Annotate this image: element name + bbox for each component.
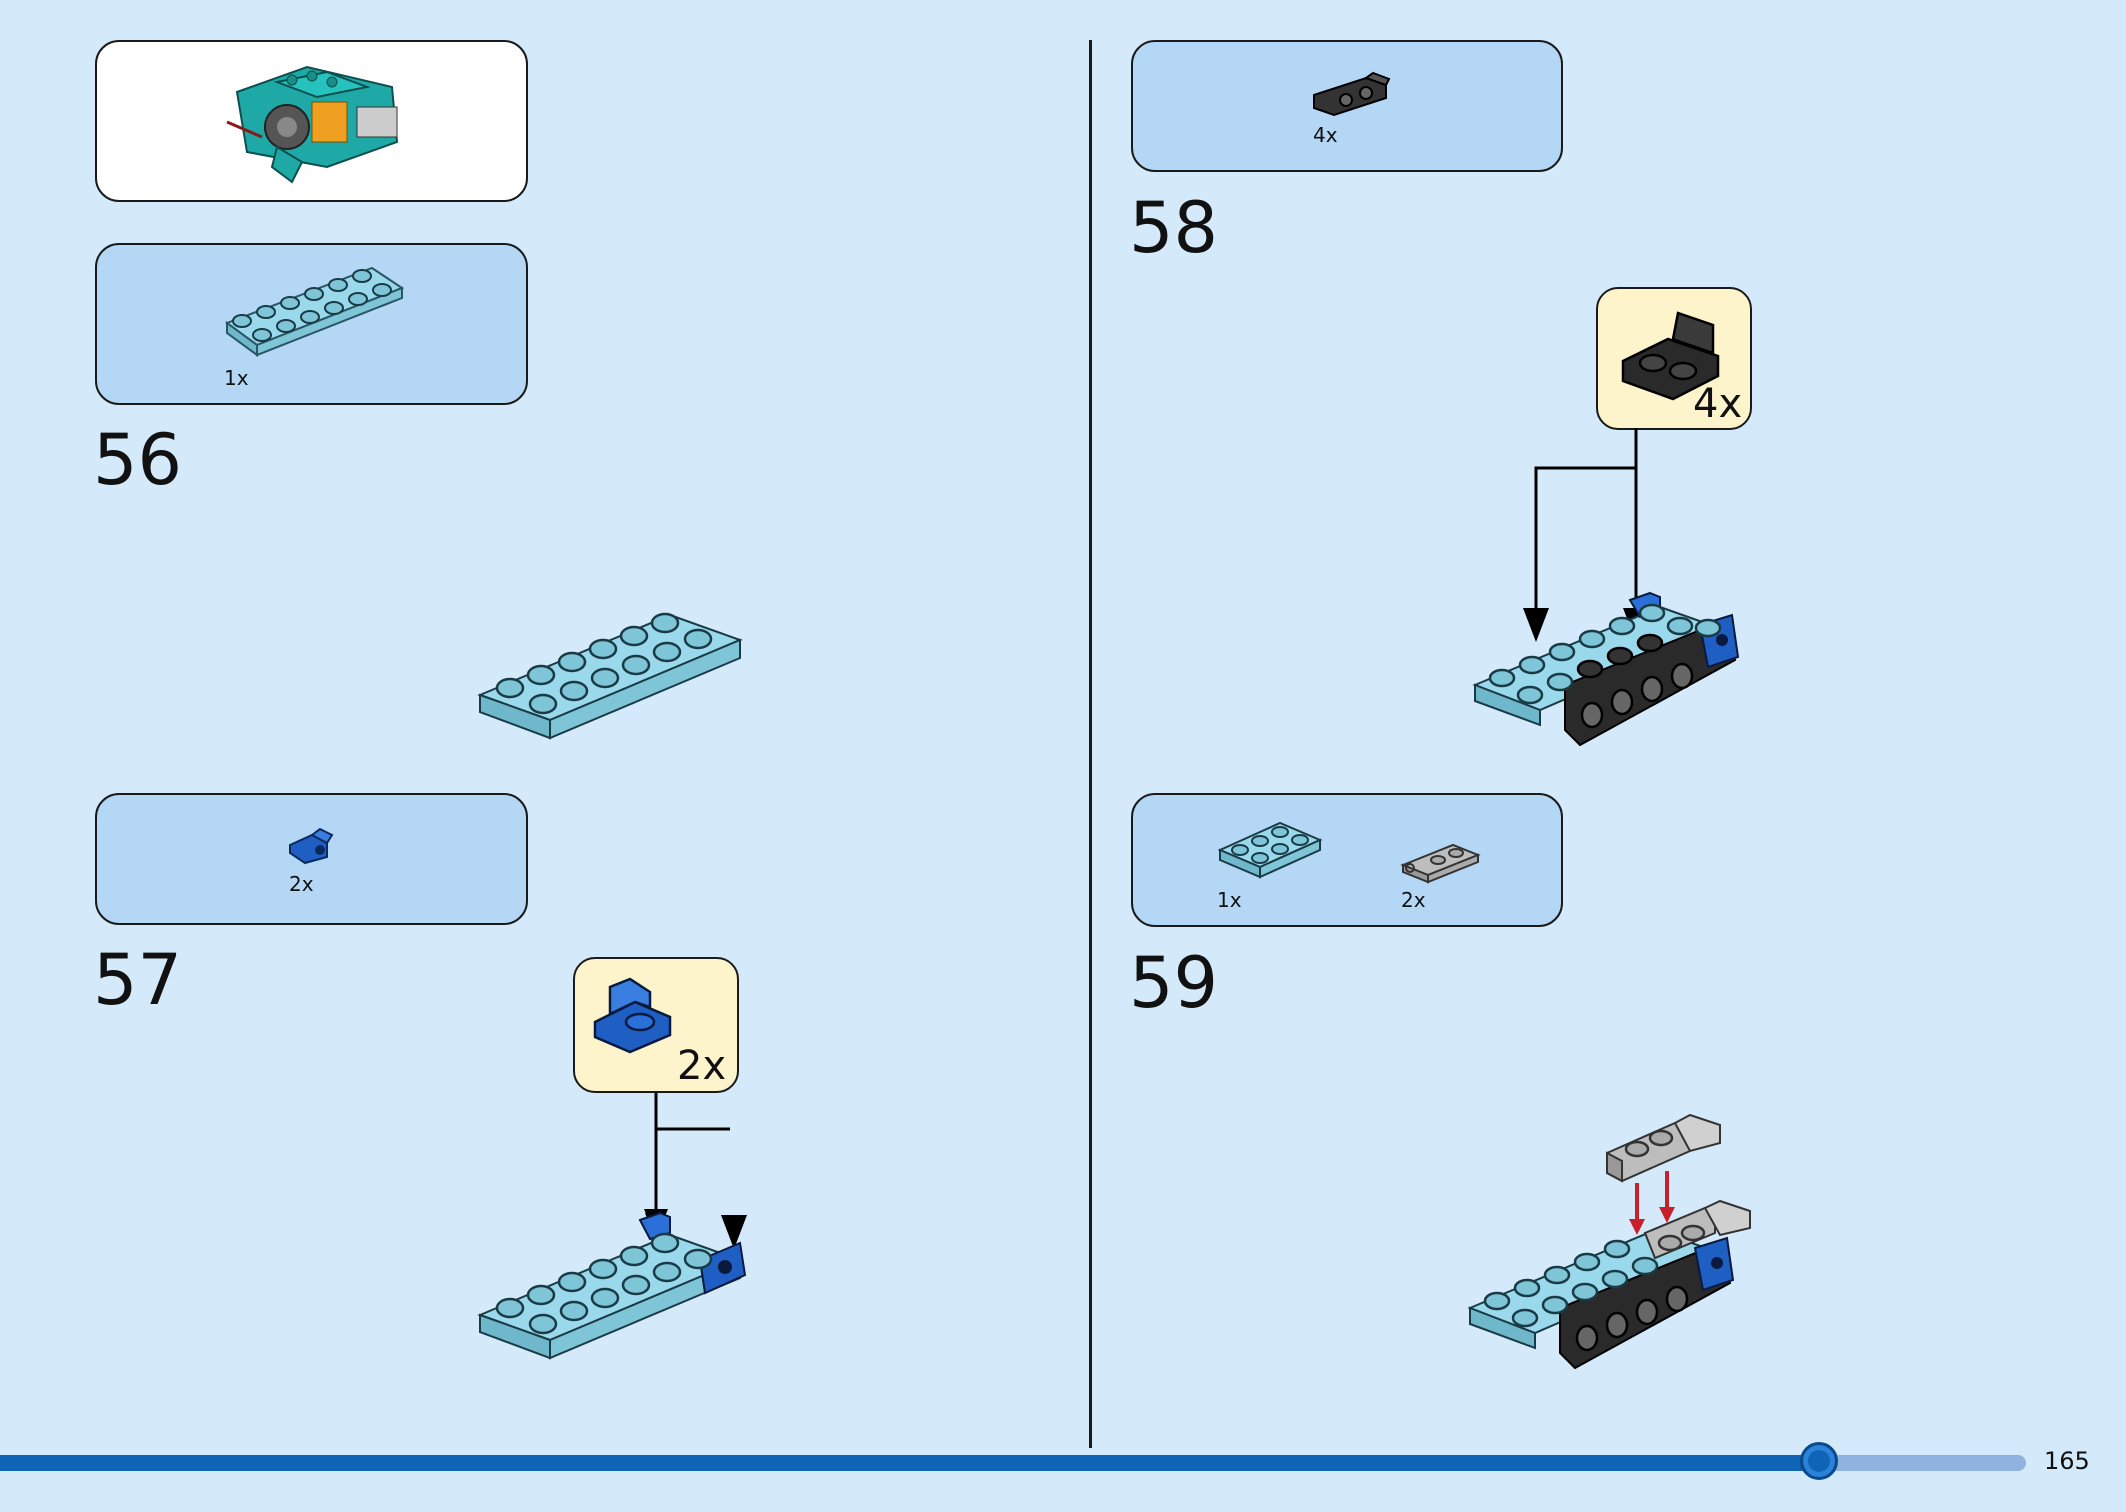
- callout-box: 2x: [573, 957, 739, 1093]
- dragon-model-image: [226, 65, 399, 184]
- step-number: 59: [1129, 942, 1219, 1024]
- progress-fill: [0, 1455, 1819, 1471]
- callout-box: 4x: [1596, 287, 1752, 430]
- parts-list-box: 1x 2x: [1131, 793, 1563, 927]
- part-quantity: 4x: [1313, 123, 1338, 147]
- parts-list-box: 1x: [95, 243, 528, 405]
- part-quantity: 2x: [1401, 888, 1426, 912]
- step-number: 57: [93, 939, 183, 1021]
- model-overview-box: [95, 40, 528, 202]
- grey-clip-plate-image: [1400, 843, 1481, 884]
- step-number: 56: [93, 419, 183, 501]
- step-number: 58: [1129, 187, 1219, 269]
- page-number: 165: [2044, 1447, 2090, 1475]
- part-quantity: 4x: [1693, 381, 1743, 427]
- step-58-assembly-image: [1472, 591, 1740, 747]
- step-57-assembly-image: [477, 1211, 747, 1360]
- step-59-assembly-image: [1467, 1113, 1751, 1370]
- part-quantity: 2x: [289, 872, 314, 896]
- step-56-assembly-image: [477, 612, 743, 740]
- plate-2x6-image: [224, 266, 405, 357]
- part-quantity: 2x: [677, 1043, 727, 1089]
- plate-2x3-image: [1217, 821, 1323, 879]
- progress-knob: [1800, 1442, 1838, 1480]
- assembly-arrows: [1523, 428, 1649, 642]
- assembly-arrow-right: [721, 1215, 747, 1249]
- blue-bracket-image: [593, 977, 672, 1054]
- parts-list-box: 4x: [1131, 40, 1563, 172]
- page-divider: [1089, 40, 1092, 1448]
- black-bracket-image: [1313, 71, 1391, 117]
- blue-bracket-image: [289, 827, 334, 865]
- parts-list-box: 2x: [95, 793, 528, 925]
- black-bracket-image: [1621, 311, 1720, 401]
- part-quantity: 1x: [224, 366, 249, 390]
- part-quantity: 1x: [1217, 888, 1242, 912]
